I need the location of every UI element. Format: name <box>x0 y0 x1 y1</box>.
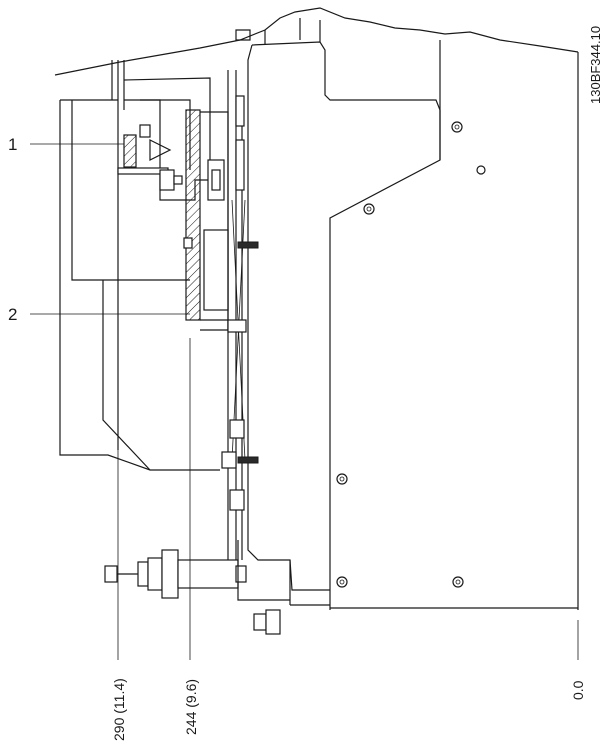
callout-1-label: 1 <box>8 135 17 154</box>
dimension-290-label: 290 (11.4) <box>111 678 127 741</box>
cable-gland <box>104 540 290 635</box>
callout-leaders <box>30 143 190 315</box>
dimension-zero-label: 0.0 <box>570 680 586 700</box>
bolts <box>221 241 259 469</box>
dimension-244-label: 244 (9.6) <box>183 679 199 735</box>
callout-2-label: 2 <box>8 305 17 324</box>
cabinet-screws <box>336 121 486 588</box>
mounting-plate <box>227 70 247 560</box>
middle-bracket <box>183 109 229 331</box>
dimension-lines <box>117 170 579 660</box>
reference-code: 130BF344.10 <box>588 26 603 104</box>
cabinet-body <box>54 7 579 610</box>
